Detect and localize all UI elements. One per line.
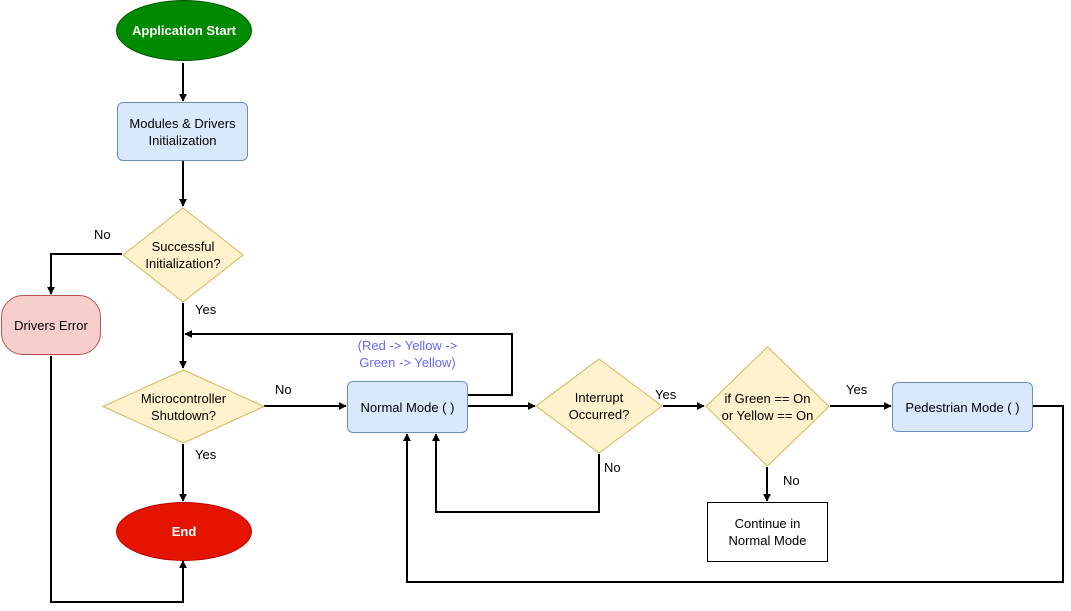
decision-shape [102,369,265,444]
edge-interrupt-no [432,433,600,513]
edge-pedestrian-return [403,405,1064,583]
decision-shape [535,358,663,454]
edge-label-interrupt-yes: Yes [655,387,677,402]
edge-label-init-no: No [94,227,111,242]
edge-label-interrupt-no: No [604,460,621,475]
node-pedestrian-mode: Pedestrian Mode ( ) [892,382,1033,432]
node-pedestrian-mode-label: Pedestrian Mode ( ) [905,399,1020,415]
node-modules-drivers-init-label: Modules & Drivers Initialization [129,115,236,148]
node-drivers-error-label: Drivers Error [14,317,88,333]
edge-label-light-yes: Yes [846,382,868,397]
decision-green-or-yellow-on-label: if Green == On or Yellow == On [721,390,814,423]
edge-label-shutdown-no: No [275,382,292,397]
node-normal-mode: Normal Mode ( ) [347,381,468,433]
decision-interrupt-occurred-label: Interrupt Occurred? [568,390,630,422]
decision-shape [705,346,830,467]
decision-microcontroller-shutdown-label: Microcontroller Shutdown? [140,390,227,423]
edge-label-light-no: No [783,473,800,488]
node-continue-normal-mode: Continue in Normal Mode [707,502,828,562]
decision-shape [122,207,244,303]
node-application-start-label: Application Start [131,23,236,38]
edge-init-no [47,253,122,295]
decision-green-or-yellow-on: if Green == On or Yellow == On [705,346,830,467]
edge-normal-loop [184,330,513,396]
decision-successful-initialization: Successful Initialization? [122,207,244,303]
node-modules-drivers-init: Modules & Drivers Initialization [117,102,248,161]
edge-label-init-yes: Yes [195,302,217,317]
node-drivers-error: Drivers Error [1,295,101,355]
edge-error-to-end [50,356,187,603]
node-normal-mode-label: Normal Mode ( ) [360,399,455,415]
decision-interrupt-occurred: Interrupt Occurred? [535,358,663,454]
node-end: End [116,502,252,561]
decision-successful-initialization-label: Successful Initialization? [145,239,221,271]
edge-label-shutdown-yes: Yes [195,447,217,462]
node-end-label: End [171,524,197,539]
node-continue-normal-mode-label: Continue in Normal Mode [728,516,807,548]
decision-microcontroller-shutdown: Microcontroller Shutdown? [102,369,265,444]
annotation-normal-cycle: (Red -> Yellow -> Green -> Yellow) [357,338,458,370]
node-application-start: Application Start [116,0,252,61]
